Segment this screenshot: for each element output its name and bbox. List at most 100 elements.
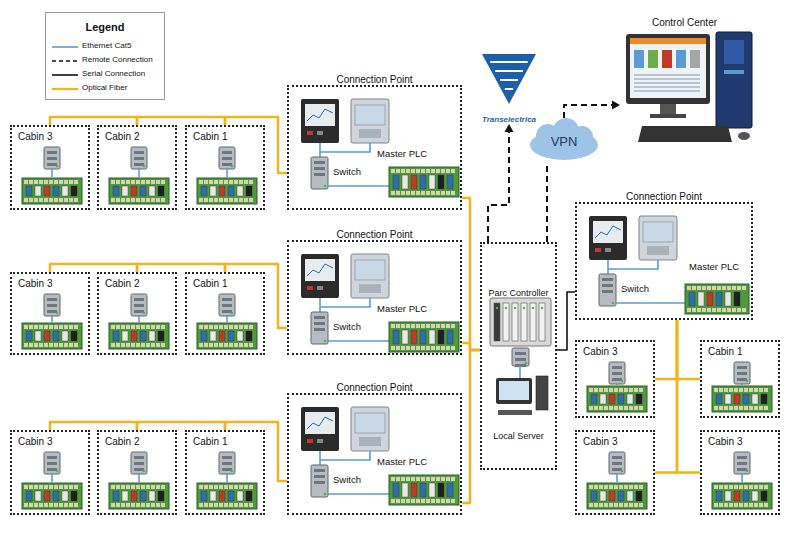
plc-terminal [131,485,135,489]
connector [677,320,700,379]
connection-point-title: Connection Point [336,229,412,241]
text-holder: Master PLC [377,457,427,468]
logo-shape [482,54,536,104]
plc-terminal [732,286,736,290]
plc-terminal [739,406,743,410]
plc-terminal [199,180,203,184]
plc-terminal [749,485,753,489]
plc-terminal [717,308,721,312]
plc-terminal [116,485,120,489]
plc-board [197,323,257,349]
plc-terminal [441,499,445,503]
text-holder: Switch [621,284,649,295]
legend-title: Legend [85,21,124,34]
plc-module [158,186,164,196]
ethernet-line [138,169,140,177]
plc-terminal [219,343,223,347]
plc-terminal [687,308,691,312]
plc-terminal [239,198,243,202]
logo-stripe [505,88,513,90]
connection-point-box: Connection PointSwitchMaster PLC [575,202,753,320]
plc-terminal [111,180,115,184]
plc-terminal [121,343,125,347]
plc-terminal [416,499,420,503]
text-holder: Cabin 3 [708,436,742,448]
meter-screen [305,104,335,126]
plc-module [707,292,713,306]
switch-led [621,380,624,383]
plc-terminal [224,180,228,184]
plc-terminal [401,324,405,328]
switch-port [134,151,144,154]
monitor-frame [626,34,710,104]
plc-terminal [594,503,598,507]
meter-trace [307,264,333,276]
plc-terminal [737,286,741,290]
plc-terminal [426,477,430,481]
plc-terminal [421,477,425,481]
plc-terminal [121,198,125,202]
plc-terminal [234,198,238,202]
plc-module [734,491,740,501]
plc-module [447,483,453,497]
switch-port [314,167,325,170]
plc-module [122,491,128,501]
plc-terminal [224,325,228,329]
meter-button [317,439,323,443]
text-holder: Serial Connection [82,69,145,78]
plc-module [761,491,767,501]
plc-terminal [401,477,405,481]
plc-terminal [24,343,28,347]
plc-module [140,331,146,341]
text-holder: Cabin 3 [583,346,617,358]
relay-device [351,254,389,298]
legend-line [52,46,78,48]
plc-terminal [629,503,633,507]
switch-led [231,470,234,473]
switch-icon [219,147,235,169]
plc-terminal [411,169,415,173]
plc-terminal [594,406,598,410]
arrow-head [505,124,514,132]
ethernet-line [319,451,321,465]
plc-terminal [742,308,746,312]
plc-terminal [446,324,450,328]
connection-point-box: Connection PointSwitchMaster PLC [287,85,462,210]
plc-terminal [209,343,213,347]
plc-terminal [421,499,425,503]
switch-icon [219,452,235,474]
plc-module [420,483,426,497]
plc-board [712,483,772,509]
switch-port [314,173,325,176]
text-holder: Connection Point [289,69,460,87]
plc-module [71,186,77,196]
plc-terminal [156,485,160,489]
switch-port [222,157,232,160]
switch-port [134,468,144,471]
plc-module [228,491,234,501]
plc-module [71,331,77,341]
plc-terminal [436,191,440,195]
screen-line [634,90,700,92]
plc-board [685,284,749,314]
plc-board [22,178,82,204]
plc-module [44,331,50,341]
plc-terminal [707,286,711,290]
plc-terminal [44,325,48,329]
switch-icon [734,452,750,474]
plc-terminal [614,503,618,507]
plc-terminal [204,198,208,202]
plc-module [761,394,767,404]
switch-port [612,372,622,375]
connector [137,264,225,272]
plc-terminal [59,343,63,347]
switch-icon [311,465,328,497]
plc-terminal [64,485,68,489]
switch-icon [609,452,625,474]
plc-board [109,178,169,204]
ethernet-line [226,169,228,177]
plc-terminal [49,325,53,329]
plc-terminal [599,503,603,507]
plc-terminal [54,503,58,507]
plc-terminal [214,198,218,202]
